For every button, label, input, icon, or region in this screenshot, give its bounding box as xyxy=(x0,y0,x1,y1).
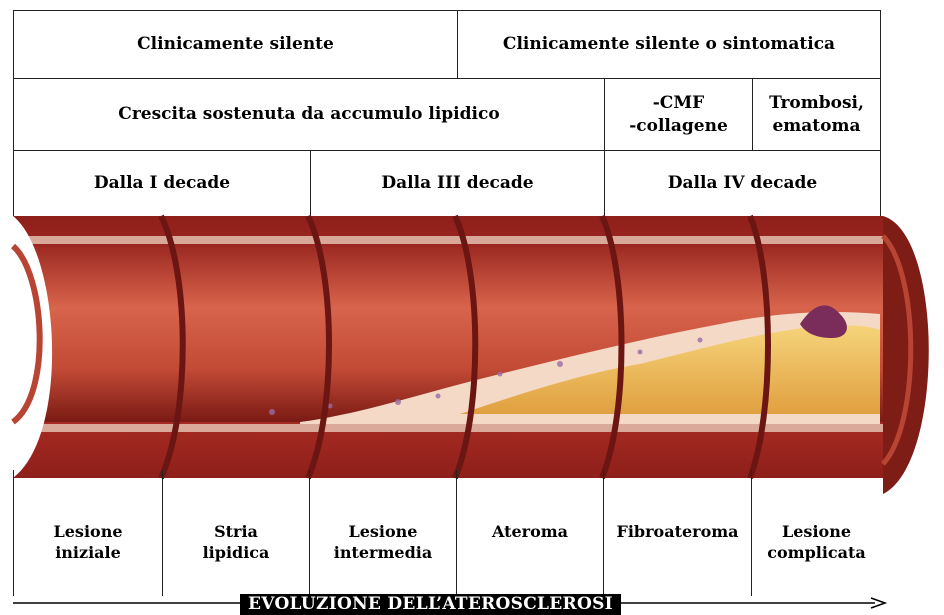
phase-silent: Clinicamente silente xyxy=(14,11,457,78)
onset-fourth-decade: Dalla IV decade xyxy=(604,151,880,216)
onset-third-decade: Dalla III decade xyxy=(310,151,604,216)
process-lipid-growth: Crescita sostenuta da accumulo lipidico xyxy=(14,79,604,150)
onset-first-decade: Dalla I decade xyxy=(14,151,310,216)
stage-fibroatheroma: Fibroateroma xyxy=(603,470,751,596)
clinical-phase-row: Clinicamente silente Clinicamente silent… xyxy=(13,10,881,78)
process-row: Crescita sostenuta da accumulo lipidico … xyxy=(13,78,881,150)
process-smc-collagen: -CMF-collagene xyxy=(604,79,752,150)
phase-silent-or-symptomatic: Clinicamente silente o sintomatica xyxy=(457,11,880,78)
artery-illustration xyxy=(0,214,944,496)
stage-atheroma: Ateroma xyxy=(456,470,603,596)
onset-row: Dalla I decade Dalla III decade Dalla IV… xyxy=(13,150,881,216)
diagram-title: EVOLUZIONE DELL’ATEROSCLEROSI xyxy=(240,594,621,615)
process-thrombosis: Trombosi,ematoma xyxy=(752,79,880,150)
